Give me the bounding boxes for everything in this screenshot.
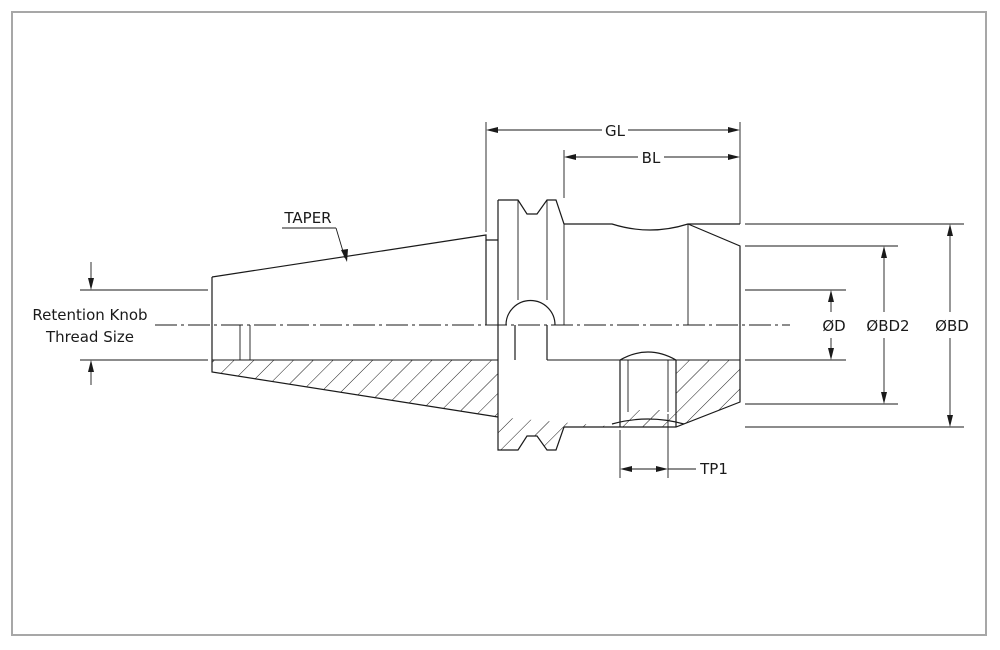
tool-holder-body: [211, 199, 741, 451]
section-hatch: [212, 360, 740, 450]
label-retention-line1: Retention Knob: [32, 306, 147, 324]
drawing-frame: [11, 11, 987, 636]
label-retention-line2: Thread Size: [45, 328, 134, 346]
taper-leader: [282, 227, 348, 262]
dimension-d: [745, 289, 846, 361]
label-gl: GL: [605, 122, 626, 140]
label-bl: BL: [642, 149, 661, 167]
dimension-gl: [485, 122, 741, 232]
label-taper: TAPER: [283, 209, 331, 227]
label-bd: ØBD: [935, 317, 969, 335]
dimension-bd2: [745, 245, 898, 405]
label-d: ØD: [822, 317, 845, 335]
dimension-bl: [563, 150, 740, 198]
dimension-bd: [745, 223, 964, 428]
label-bd2: ØBD2: [866, 317, 909, 335]
dimension-tp1: [619, 414, 696, 478]
dimension-retention-knob: [80, 262, 208, 385]
label-tp1: TP1: [699, 460, 728, 478]
